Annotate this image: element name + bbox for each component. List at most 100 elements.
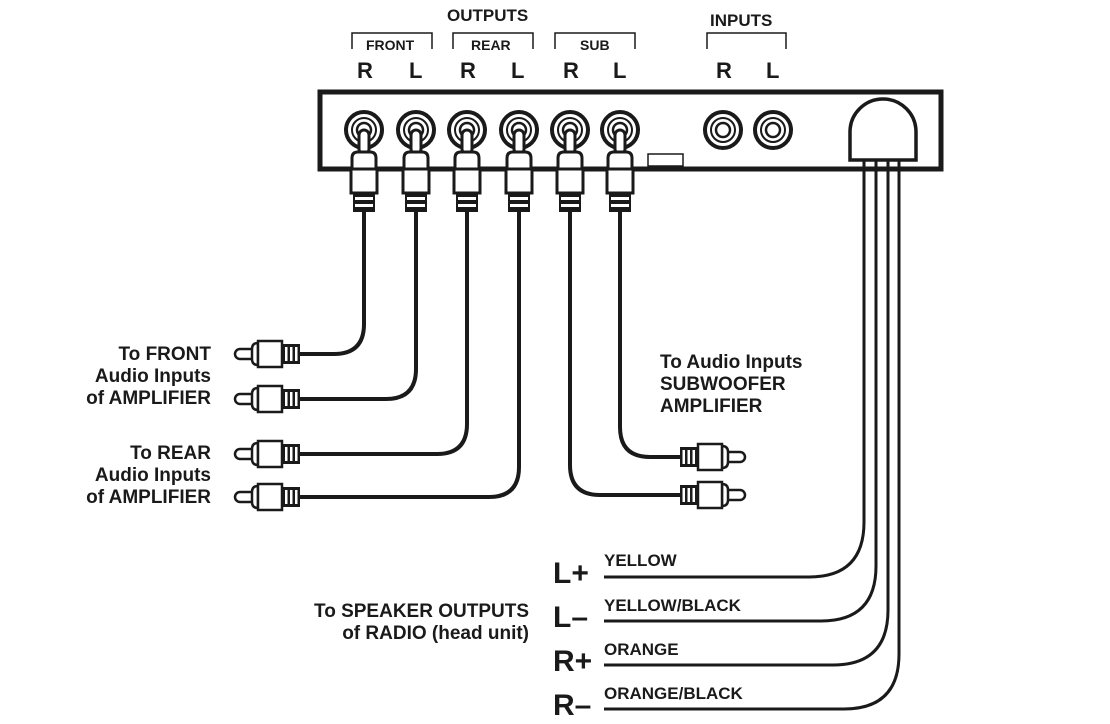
- plug-shoulder: [250, 386, 260, 412]
- terminal-l-minus: L–: [553, 601, 589, 634]
- plug-grip-line: [290, 490, 293, 504]
- cable-sub-r: [568, 212, 680, 497]
- top-plug-1: [401, 128, 431, 212]
- rear-label: REAR: [471, 37, 511, 53]
- plug-body: [256, 339, 284, 369]
- plug-grip-line: [682, 450, 685, 464]
- amp-plug-2: [233, 439, 300, 469]
- plug-grip-line: [355, 197, 373, 200]
- speaker-wire-0: [604, 160, 866, 579]
- plug-grip-line: [290, 447, 293, 461]
- plug-body: [401, 167, 431, 195]
- top-plug-2: [452, 128, 482, 212]
- cable-amp-2: [300, 212, 469, 456]
- plug-body: [504, 167, 534, 195]
- amp-plug-1: [233, 384, 300, 414]
- terminal-r-minus: R–: [553, 689, 592, 722]
- plug-tip: [460, 128, 474, 156]
- plug-grip: [353, 193, 375, 212]
- plug-grip-line: [407, 204, 425, 207]
- rear-l-label: L: [511, 58, 525, 83]
- speaker-wire-3: [604, 160, 901, 711]
- plug-grip-line: [458, 204, 476, 207]
- plug-grip-line: [295, 490, 298, 504]
- rear-amp-label: To REAR Audio Inputs of AMPLIFIER: [86, 443, 211, 508]
- top-plug-5: [605, 128, 635, 212]
- front-label: FRONT: [366, 37, 415, 53]
- plug-body: [256, 482, 284, 512]
- unit-tab: [647, 153, 684, 167]
- plug-body: [256, 384, 284, 414]
- plug-shoulder: [606, 150, 634, 171]
- plug-shoulder: [720, 482, 730, 508]
- plug-shoulder: [350, 150, 378, 171]
- plug-shoulder: [453, 150, 481, 171]
- cable-amp-0: [300, 212, 366, 356]
- sub-plug-1: [680, 480, 747, 510]
- sub-l-label: L: [613, 58, 627, 83]
- wire-yellow-black-label: YELLOW/BLACK: [604, 596, 741, 615]
- plug-shoulder: [250, 484, 260, 510]
- speaker-harness-dome: [848, 97, 918, 162]
- plug-shoulder: [402, 150, 430, 171]
- plug-grip-line: [510, 197, 528, 200]
- plug-grip-line: [682, 488, 685, 502]
- plug-body: [256, 439, 284, 469]
- wire-orange-black-label: ORANGE/BLACK: [604, 684, 743, 703]
- cable-amp-3: [300, 212, 521, 499]
- plug-grip: [559, 193, 581, 212]
- input-jack-1: [753, 110, 793, 150]
- plug-grip-line: [285, 347, 288, 361]
- plug-body: [349, 167, 379, 195]
- plug-shoulder: [250, 341, 260, 367]
- front-l-label: L: [409, 58, 423, 83]
- input-r-label: R: [716, 58, 732, 83]
- plug-body: [452, 167, 482, 195]
- plug-grip-line: [290, 392, 293, 406]
- amp-plug-0: [233, 339, 300, 369]
- amp-plug-3: [233, 482, 300, 512]
- plug-grip-line: [285, 447, 288, 461]
- speaker-outputs-label: To SPEAKER OUTPUTS of RADIO (head unit): [314, 601, 529, 644]
- front-amp-label: To FRONT Audio Inputs of AMPLIFIER: [86, 344, 211, 409]
- speaker-wire-2: [604, 160, 890, 667]
- front-bracket: [351, 32, 433, 49]
- sub-plug-0: [680, 442, 747, 472]
- rear-bracket: [452, 32, 534, 49]
- plug-grip-line: [692, 488, 695, 502]
- plug-grip-line: [295, 447, 298, 461]
- plug-grip-line: [561, 204, 579, 207]
- sub-label: SUB: [580, 37, 610, 53]
- plug-grip: [609, 193, 631, 212]
- plug-grip-line: [295, 347, 298, 361]
- inputs-bracket: [706, 32, 787, 49]
- plug-grip-line: [611, 204, 629, 207]
- top-plug-4: [555, 128, 585, 212]
- cable-sub-l: [618, 212, 680, 459]
- jack-mid-ring: [710, 117, 736, 143]
- plug-tip: [357, 128, 371, 156]
- input-jack-0: [703, 110, 743, 150]
- plug-tip: [512, 128, 526, 156]
- plug-grip-line: [290, 347, 293, 361]
- plug-shoulder: [250, 441, 260, 467]
- wire-yellow-label: YELLOW: [604, 551, 677, 570]
- plug-grip-line: [687, 450, 690, 464]
- wire-orange-label: ORANGE: [604, 640, 679, 659]
- plug-grip-line: [285, 392, 288, 406]
- plug-grip: [456, 193, 478, 212]
- plug-tip: [563, 128, 577, 156]
- plug-grip-line: [510, 204, 528, 207]
- speaker-wire-1: [604, 160, 878, 623]
- terminal-l-plus: L+: [553, 557, 589, 590]
- plug-tip: [409, 128, 423, 156]
- cable-amp-1: [300, 212, 418, 401]
- plug-shoulder: [505, 150, 533, 171]
- jack-inner-ring: [764, 121, 782, 139]
- plug-shoulder: [720, 444, 730, 470]
- input-l-label: L: [766, 58, 780, 83]
- outputs-label: OUTPUTS: [447, 6, 529, 25]
- plug-grip-line: [611, 197, 629, 200]
- inputs-label: INPUTS: [710, 11, 773, 30]
